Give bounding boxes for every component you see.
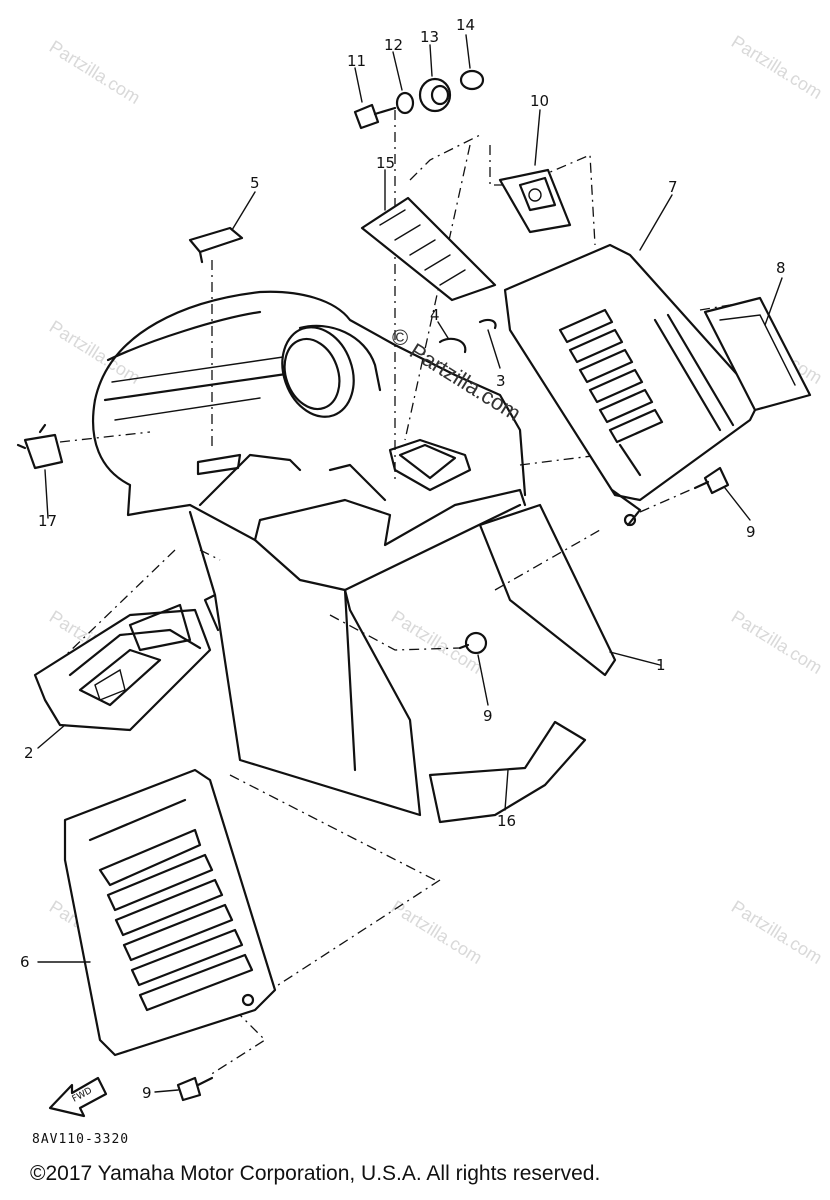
part-15-cover: [360, 196, 497, 302]
callout-13: 13: [420, 28, 439, 46]
part-diagram-code: 8AV110-3320: [32, 1132, 130, 1147]
callout-9-center: 9: [483, 707, 493, 725]
parts-11-14-fasteners: [353, 69, 485, 130]
front-fender-body: [91, 290, 617, 817]
callout-17: 17: [38, 512, 57, 530]
watermark-text: Partzilla.com: [388, 896, 486, 968]
callout-7: 7: [668, 178, 678, 196]
part-7-side-panel: [503, 243, 762, 527]
part-2-switch-box: [33, 603, 212, 732]
part-8-seal: [703, 296, 812, 412]
callout-14: 14: [456, 16, 475, 34]
callout-12: 12: [384, 36, 403, 54]
callout-5: 5: [250, 174, 260, 192]
callout-4: 4: [430, 306, 440, 324]
forward-direction-arrow: FWD: [48, 1076, 108, 1118]
watermark-copyright-symbol: ©: [392, 325, 408, 350]
part-10-bracket: [498, 168, 572, 234]
callout-6: 6: [20, 953, 30, 971]
parts-3-4-hooks: [438, 318, 497, 354]
part-5-clip: [188, 226, 244, 264]
copyright-notice: ©2017 Yamaha Motor Corporation, U.S.A. A…: [30, 1162, 601, 1185]
callout-16: 16: [497, 812, 516, 830]
part-17-switch: [16, 423, 64, 470]
part-6-side-panel: [63, 768, 277, 1057]
callout-2: 2: [24, 744, 34, 762]
callout-leaders: [37, 34, 783, 1093]
watermark-text: Partzilla.com: [728, 606, 826, 678]
callout-10: 10: [530, 92, 549, 110]
callout-15: 15: [376, 154, 395, 172]
callout-1: 1: [656, 656, 666, 674]
callout-9-right: 9: [746, 523, 756, 541]
watermark-text: Partzilla.com: [46, 316, 144, 388]
callout-9-bottom: 9: [142, 1084, 152, 1102]
callout-11: 11: [347, 52, 366, 70]
watermark-text: Partzilla.com: [46, 36, 144, 108]
part-9-bolts: [176, 466, 730, 1102]
watermark-text: Partzilla.com: [728, 31, 826, 103]
callout-labels: 5 15 11 12 13 14 10 7 8 4 3 17 9 1 9 2 1…: [20, 16, 786, 1102]
watermark-text: Partzilla.com: [728, 896, 826, 968]
callout-3: 3: [496, 372, 506, 390]
callout-8: 8: [776, 259, 786, 277]
